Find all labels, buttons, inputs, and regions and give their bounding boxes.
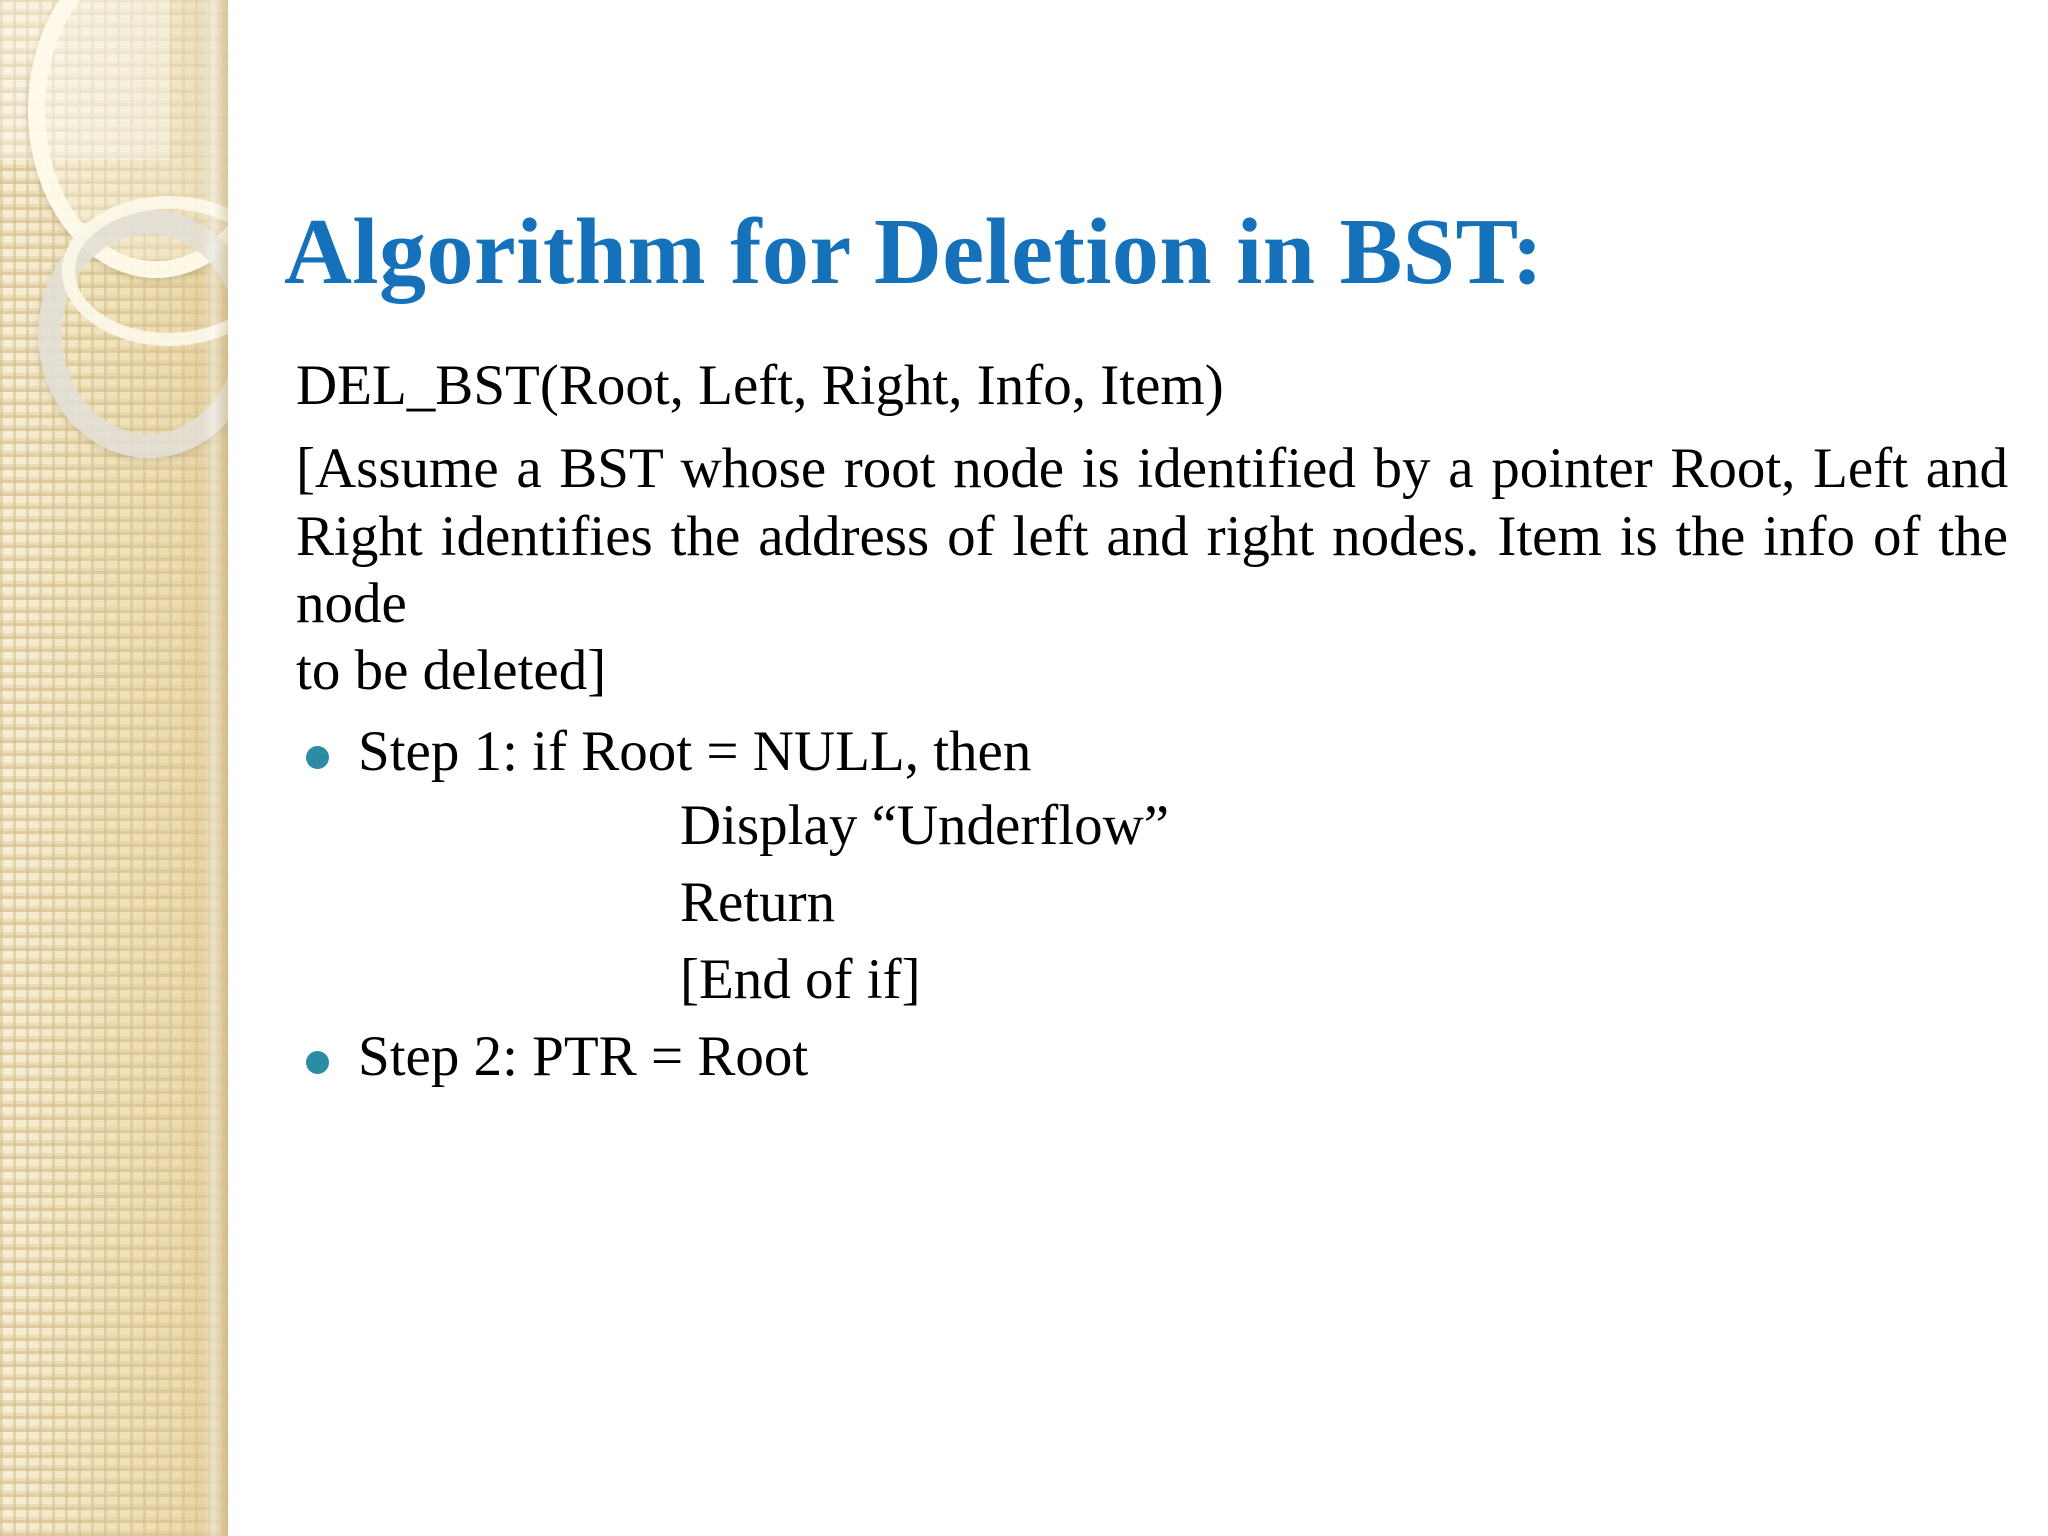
step-2-label: Step 2: PTR = Root <box>358 1025 809 1089</box>
decorative-side-band <box>0 0 228 1536</box>
step-1-sub-line-1: Display “Underflow” <box>680 793 1170 857</box>
assumption-line-2: pointer Root, Left and Right identifies … <box>296 437 2008 568</box>
slide-body: DEL_BST(Root, Left, Right, Info, Item) [… <box>296 352 2008 1095</box>
algorithm-signature: DEL_BST(Root, Left, Right, Info, Item) <box>296 354 1224 417</box>
step-1-sub-line-3: [End of if] <box>680 948 921 1011</box>
step-1-sub-line-2: Return <box>680 870 836 934</box>
assumption-line-1: [Assume a BST whose root node is identif… <box>296 437 1474 501</box>
assumption-paragraph: [Assume a BST whose root node is identif… <box>296 435 2008 704</box>
step-1-sub-lines: Display “Underflow” Return [End of if] <box>358 792 2008 1014</box>
steps-list: Step 1: if Root = NULL, then Display “Un… <box>296 718 2008 1090</box>
step-1-label: Step 1: if Root = NULL, then <box>358 720 1032 784</box>
list-item-step-2: Step 2: PTR = Root <box>296 1023 2008 1090</box>
bullet-dot-icon <box>306 746 329 770</box>
page-title: Algorithm for Deletion in BST: <box>284 199 1544 304</box>
assumption-line-3: of left and right nodes. Item is the inf… <box>296 504 2008 635</box>
bullet-dot-icon <box>306 1051 329 1075</box>
band-edge-sheen <box>202 0 228 1536</box>
list-item-step-1: Step 1: if Root = NULL, then Display “Un… <box>296 718 2008 1013</box>
assumption-line-4: to be deleted] <box>296 639 607 702</box>
